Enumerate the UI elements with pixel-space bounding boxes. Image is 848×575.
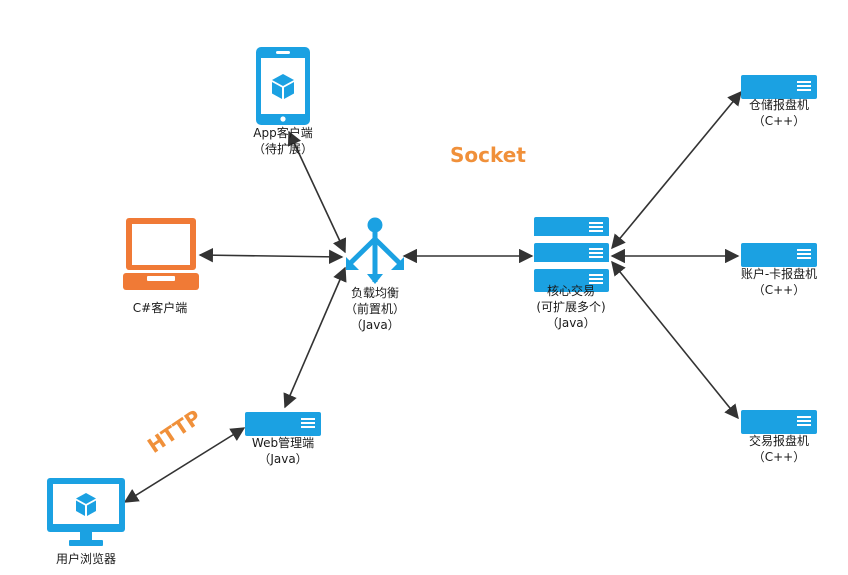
warehouse-reporter-name: 仓储报盘机 [748, 98, 810, 112]
link-browser-to-web [123, 427, 246, 503]
web-admin-label: Web管理端 （Java） [252, 435, 314, 467]
warehouse-reporter-lang: （C++） [752, 114, 806, 128]
link-core-to-warehouse [611, 90, 742, 250]
server-stack-icon [534, 217, 609, 292]
core-trading-name: 核心交易 [546, 284, 595, 298]
web-admin-name: Web管理端 [251, 436, 315, 450]
link-csharp-to-balancer [198, 247, 344, 265]
csharp-client-label: C#客户端 [133, 300, 187, 316]
app-client-name: App客户端 [253, 126, 313, 140]
trade-reporter-label: 交易报盘机 （C++） [749, 433, 809, 465]
user-browser-name: 用户浏览器 [55, 552, 117, 566]
socket-protocol-label: Socket [450, 143, 526, 167]
account-card-reporter-name: 账户-卡报盘机 [740, 267, 818, 281]
account-card-reporter-lang: （C++） [752, 283, 806, 297]
server-icon [245, 412, 321, 436]
load-balancer-label: 负载均衡 （前置机） （Java） [345, 285, 405, 333]
load-balancer-icon [346, 217, 404, 284]
warehouse-reporter-label: 仓储报盘机 （C++） [749, 97, 809, 129]
link-app-to-balancer [287, 130, 347, 254]
server-icon [741, 243, 817, 267]
link-web-to-balancer [283, 266, 347, 409]
monitor-icon [47, 478, 125, 546]
laptop-icon [123, 218, 199, 290]
core-trading-label: 核心交易 (可扩展多个) （Java） [536, 283, 605, 331]
trade-reporter-name: 交易报盘机 [748, 434, 810, 448]
core-trading-lang: （Java） [546, 316, 596, 330]
link-core-to-trade [611, 260, 739, 420]
load-balancer-lang: （Java） [350, 318, 400, 332]
load-balancer-role: （前置机） [344, 302, 406, 316]
app-client-note: （待扩展） [252, 142, 314, 156]
web-admin-lang: （Java） [258, 452, 308, 466]
user-browser-label: 用户浏览器 [56, 551, 116, 567]
app-client-label: App客户端 （待扩展） [253, 125, 313, 157]
trade-reporter-lang: （C++） [752, 450, 806, 464]
core-trading-note: (可扩展多个) [536, 300, 606, 314]
server-icon [741, 75, 817, 99]
csharp-client-name: C#客户端 [132, 301, 188, 315]
load-balancer-name: 负载均衡 [350, 286, 400, 300]
mobile-phone-icon [256, 47, 310, 125]
server-icon [741, 410, 817, 434]
account-card-reporter-label: 账户-卡报盘机 （C++） [741, 266, 817, 298]
